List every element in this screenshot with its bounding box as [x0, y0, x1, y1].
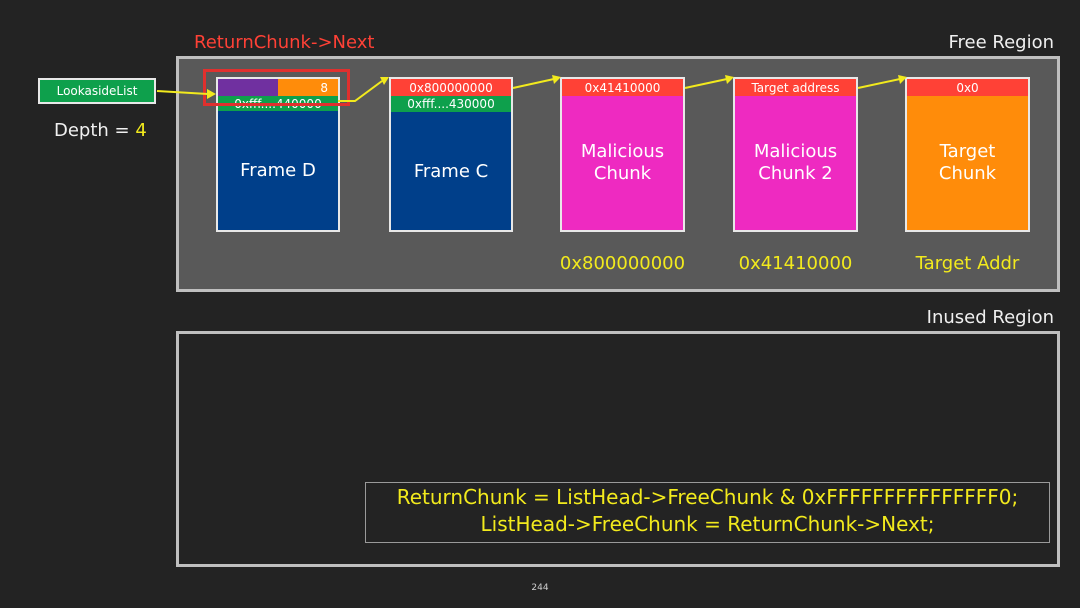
- depth-prefix: Depth =: [54, 120, 136, 141]
- arrowhead-frame-c: [380, 77, 389, 85]
- inused-region-label: Inused Region: [926, 307, 1054, 328]
- code-line-1: ReturnChunk = ListHead->FreeChunk & 0xFF…: [396, 485, 1019, 509]
- arrow-frame-d-to-frame-c: [338, 80, 383, 102]
- arrow-malicious-to-malicious-2: [684, 78, 728, 89]
- code-line-2: ListHead->FreeChunk = ReturnChunk->Next;: [480, 512, 935, 536]
- frame-d-size: 8: [278, 79, 338, 96]
- arrow-lookaside-to-frame-d: [156, 90, 209, 95]
- malicious-chunk-2: [733, 77, 858, 232]
- return-next-highlight: [203, 69, 350, 106]
- depth-label: Depth = 4: [54, 120, 147, 141]
- malicious-chunk-label: Malicious Chunk: [580, 141, 665, 184]
- code-box: [365, 482, 1050, 543]
- arrowhead-malicious: [552, 75, 561, 84]
- target-chunk-address: Target Addr: [915, 253, 1020, 274]
- frame-c-flink: 0xfff....430000: [391, 96, 511, 112]
- malicious-chunk-address: 0x800000000: [559, 253, 686, 274]
- arrow-frame-c-to-malicious: [512, 78, 555, 89]
- malicious-chunk-2-next: Target address: [735, 79, 856, 96]
- page-number: 244: [531, 583, 549, 593]
- target-chunk: [905, 77, 1030, 232]
- inused-region: [176, 331, 1060, 567]
- lookaside-list-box: LookasideList: [38, 78, 156, 104]
- target-chunk-next: 0x0: [907, 79, 1028, 96]
- malicious-chunk-next: 0x41410000: [562, 79, 683, 96]
- target-chunk-label: Target Chunk: [938, 141, 997, 184]
- frame-c-label: Frame C: [413, 160, 489, 182]
- arrowhead-frame-d: [207, 89, 216, 99]
- arrowhead-malicious-2: [725, 75, 734, 84]
- free-region-label: Free Region: [948, 32, 1054, 53]
- frame-d-purple-cell: [218, 79, 278, 96]
- arrowhead-target: [898, 75, 907, 84]
- frame-c-next: 0x800000000: [391, 79, 511, 96]
- arrow-malicious-2-to-target: [857, 78, 901, 89]
- malicious-chunk-2-label: Malicious Chunk 2: [753, 141, 838, 184]
- malicious-chunk-2-address: 0x41410000: [738, 253, 853, 274]
- depth-value: 4: [135, 120, 147, 141]
- return-next-label: ReturnChunk->Next: [194, 32, 375, 53]
- frame-d-label: Frame D: [240, 160, 316, 182]
- malicious-chunk: [560, 77, 685, 232]
